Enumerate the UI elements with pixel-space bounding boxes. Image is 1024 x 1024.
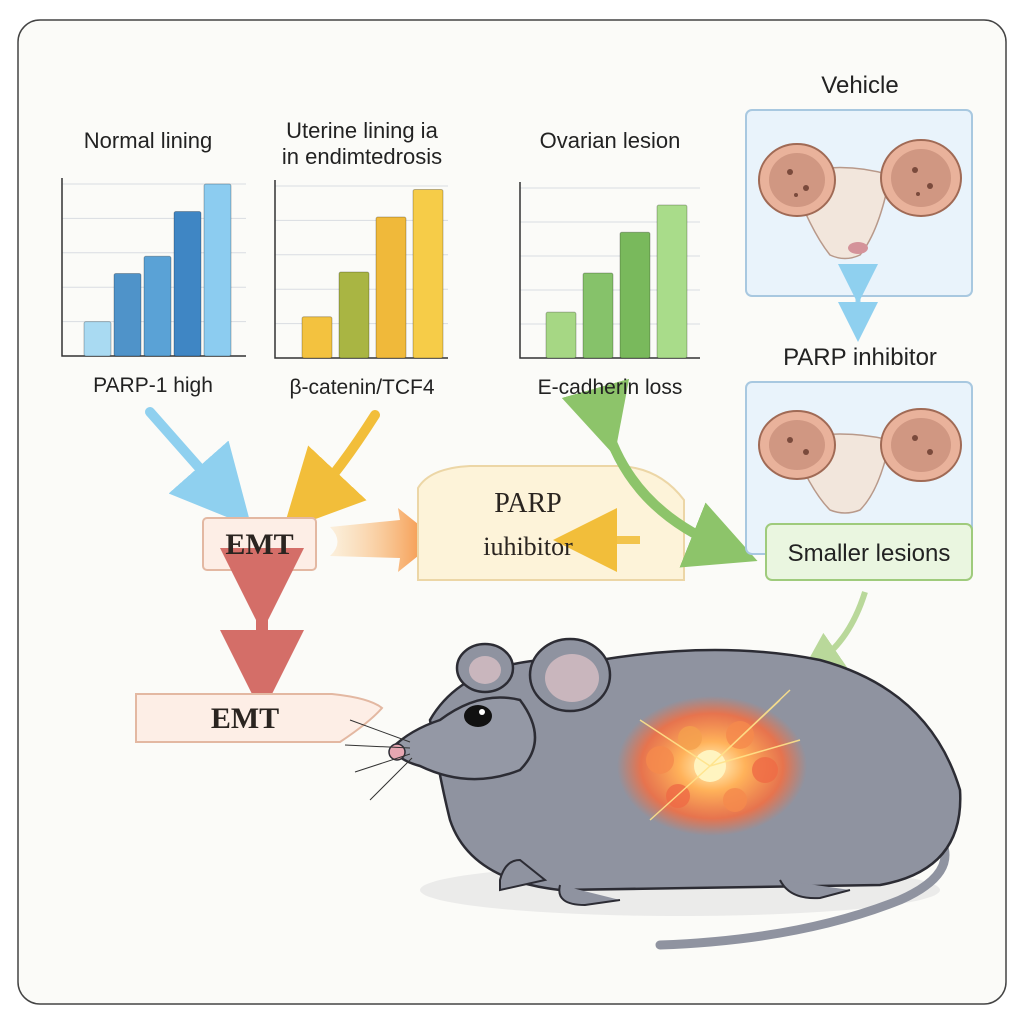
arrow-catenin-to-emt <box>282 410 380 532</box>
chart-bar <box>113 272 142 357</box>
chart-caption-parp1: PARP-1 high <box>93 374 213 397</box>
chart-bar <box>545 311 577 359</box>
chart-bar <box>143 255 172 357</box>
chart-caption-catenin: β-catenin/TCF4 <box>289 376 435 399</box>
chart-bar <box>203 183 232 357</box>
emt-tag <box>135 693 384 743</box>
parp-panel-title: PARP inhibitor <box>783 344 937 371</box>
chart-bar <box>173 211 202 357</box>
chart-normal-lining <box>61 178 246 357</box>
arrow-lesions-to-mouse <box>800 591 868 674</box>
chart-bar <box>656 204 688 359</box>
vehicle-uterus-illustration <box>758 139 962 260</box>
emt-box-label: EMT <box>225 528 294 561</box>
chart-title-normal-lining: Normal lining <box>83 128 213 153</box>
parp-inhibitor-box <box>417 465 685 581</box>
chart-title-uterine-lining: Uterine lining ia in endimtedrosis <box>281 118 443 169</box>
lesion-glow <box>617 689 807 836</box>
chart-caption-ecadherin: E-cadherin loss <box>537 376 683 399</box>
parp-uterus-illustration <box>758 408 962 514</box>
chart-ovarian-lesion <box>519 182 700 359</box>
arrow-parp1-to-emt <box>145 407 252 527</box>
arrow-ecadherin-to-panel <box>561 378 758 568</box>
chart-bar <box>83 321 112 357</box>
parp-box-label-line1: PARP <box>494 488 562 519</box>
chart-bar <box>412 188 444 359</box>
chart-bar <box>301 316 333 359</box>
chart-bar <box>375 216 407 359</box>
chart-bar <box>338 271 370 359</box>
emt-tag-label: EMT <box>210 702 280 735</box>
smaller-lesions-box <box>765 523 973 581</box>
smaller-lesions-label: Smaller lesions <box>787 540 951 567</box>
chart-bar <box>582 272 614 359</box>
chart-uterine-lining <box>274 180 448 359</box>
arrow-emt-to-parp <box>330 508 438 572</box>
chart-bar <box>619 231 651 359</box>
parp-box-label-line2: iuhibitor <box>483 532 573 561</box>
chart-title-ovarian-lesion: Ovarian lesion <box>539 128 681 153</box>
vehicle-title: Vehicle <box>821 72 899 99</box>
